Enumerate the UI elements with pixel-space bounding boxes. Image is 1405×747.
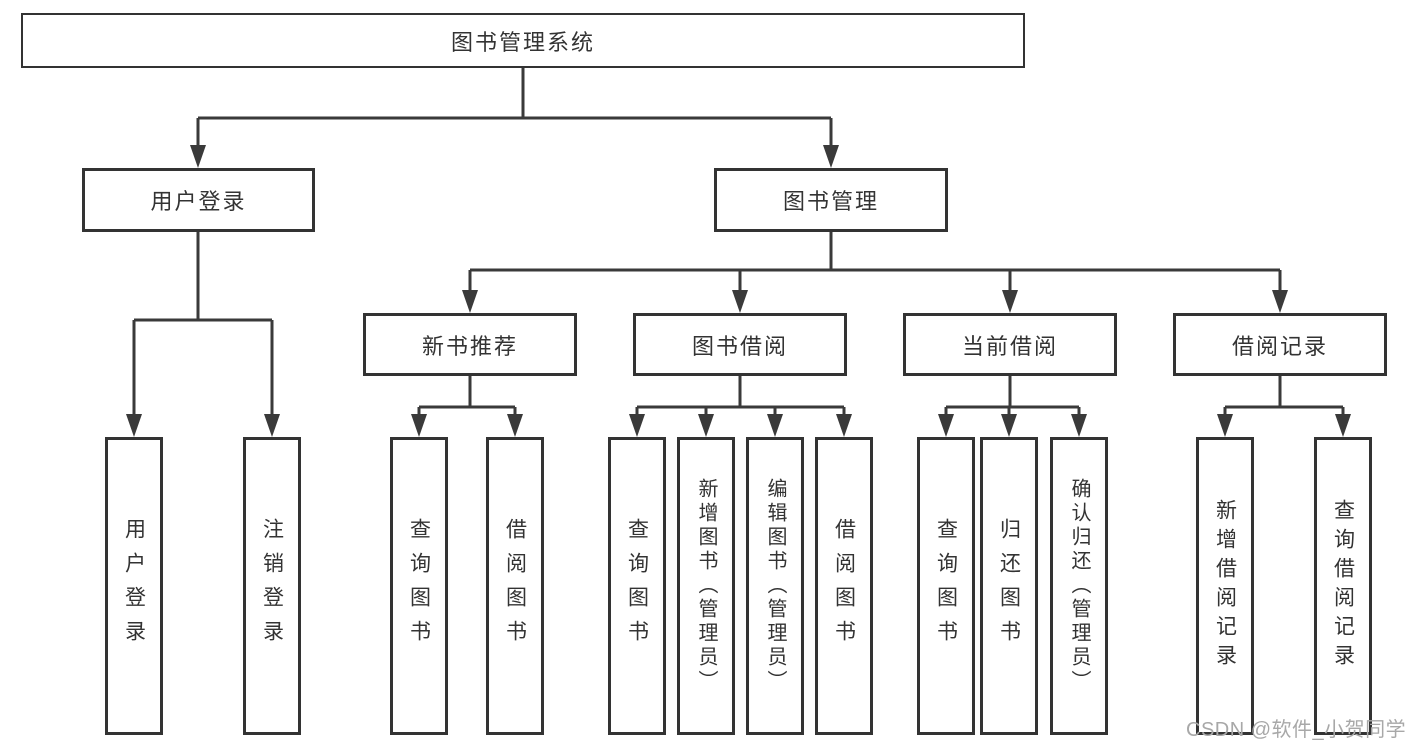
- arrow-icon: [507, 414, 523, 437]
- node-label: 新书推荐: [421, 333, 518, 359]
- leaf-label: 用户登录: [122, 518, 146, 654]
- node-label: 当前借阅: [961, 333, 1058, 359]
- arrow-icon: [1071, 414, 1087, 437]
- leaf-label: 确认归还（管理员）: [1068, 478, 1090, 694]
- arrow-icon: [1001, 414, 1017, 437]
- node-label: 借阅记录: [1231, 333, 1328, 359]
- leaf-user-login: 用户登录: [105, 437, 163, 735]
- arrow-icon: [823, 145, 839, 168]
- leaf-label: 查询借阅记录: [1331, 499, 1355, 673]
- node-borrowing-records: 借阅记录: [1173, 313, 1387, 376]
- leaf-logout: 注销登录: [243, 437, 301, 735]
- leaf-query-books-recommend: 查询图书: [390, 437, 448, 735]
- leaf-query-books-borrow: 查询图书: [608, 437, 666, 735]
- arrow-icon: [836, 414, 852, 437]
- leaf-label: 新增图书（管理员）: [695, 478, 717, 694]
- node-book-management: 图书管理: [714, 168, 948, 232]
- leaf-label: 借阅图书: [503, 518, 527, 654]
- leaf-label: 查询图书: [934, 518, 958, 654]
- watermark: CSDN @软件_小贺同学: [1186, 719, 1405, 741]
- leaf-confirm-return-admin: 确认归还（管理员）: [1050, 437, 1108, 735]
- leaf-label: 归还图书: [997, 518, 1021, 654]
- node-root: 图书管理系统: [21, 13, 1025, 68]
- node-label: 图书管理: [782, 189, 879, 214]
- leaf-query-books-current: 查询图书: [917, 437, 975, 735]
- arrow-icon: [462, 290, 478, 313]
- node-new-book-recommendation: 新书推荐: [363, 313, 577, 376]
- arrow-icon: [767, 414, 783, 437]
- leaf-add-borrow-record: 新增借阅记录: [1196, 437, 1254, 735]
- leaf-label: 查询图书: [625, 518, 649, 654]
- arrow-icon: [411, 414, 427, 437]
- node-label: 图书借阅: [691, 333, 788, 359]
- arrow-icon: [264, 414, 280, 437]
- node-book-borrowing: 图书借阅: [633, 313, 847, 376]
- leaf-edit-books-admin: 编辑图书（管理员）: [746, 437, 804, 735]
- arrow-icon: [1335, 414, 1351, 437]
- arrow-icon: [126, 414, 142, 437]
- arrow-icon: [1002, 290, 1018, 313]
- leaf-label: 借阅图书: [832, 518, 856, 654]
- arrow-icon: [938, 414, 954, 437]
- node-label: 用户登录: [150, 189, 247, 214]
- leaf-borrow-books-recommend: 借阅图书: [486, 437, 544, 735]
- node-user-login: 用户登录: [82, 168, 315, 232]
- leaf-borrow-books: 借阅图书: [815, 437, 873, 735]
- arrow-icon: [629, 414, 645, 437]
- leaf-label: 查询图书: [407, 518, 431, 654]
- arrow-icon: [1217, 414, 1233, 437]
- node-label: 图书管理系统: [450, 29, 595, 55]
- arrow-icon: [732, 290, 748, 313]
- leaf-return-books: 归还图书: [980, 437, 1038, 735]
- leaf-label: 注销登录: [260, 518, 284, 654]
- leaf-label: 新增借阅记录: [1213, 499, 1237, 673]
- arrow-icon: [1272, 290, 1288, 313]
- arrow-icon: [698, 414, 714, 437]
- arrow-icon: [190, 145, 206, 168]
- leaf-add-books-admin: 新增图书（管理员）: [677, 437, 735, 735]
- leaf-query-borrow-record: 查询借阅记录: [1314, 437, 1372, 735]
- leaf-label: 编辑图书（管理员）: [764, 478, 786, 694]
- node-current-borrowing: 当前借阅: [903, 313, 1117, 376]
